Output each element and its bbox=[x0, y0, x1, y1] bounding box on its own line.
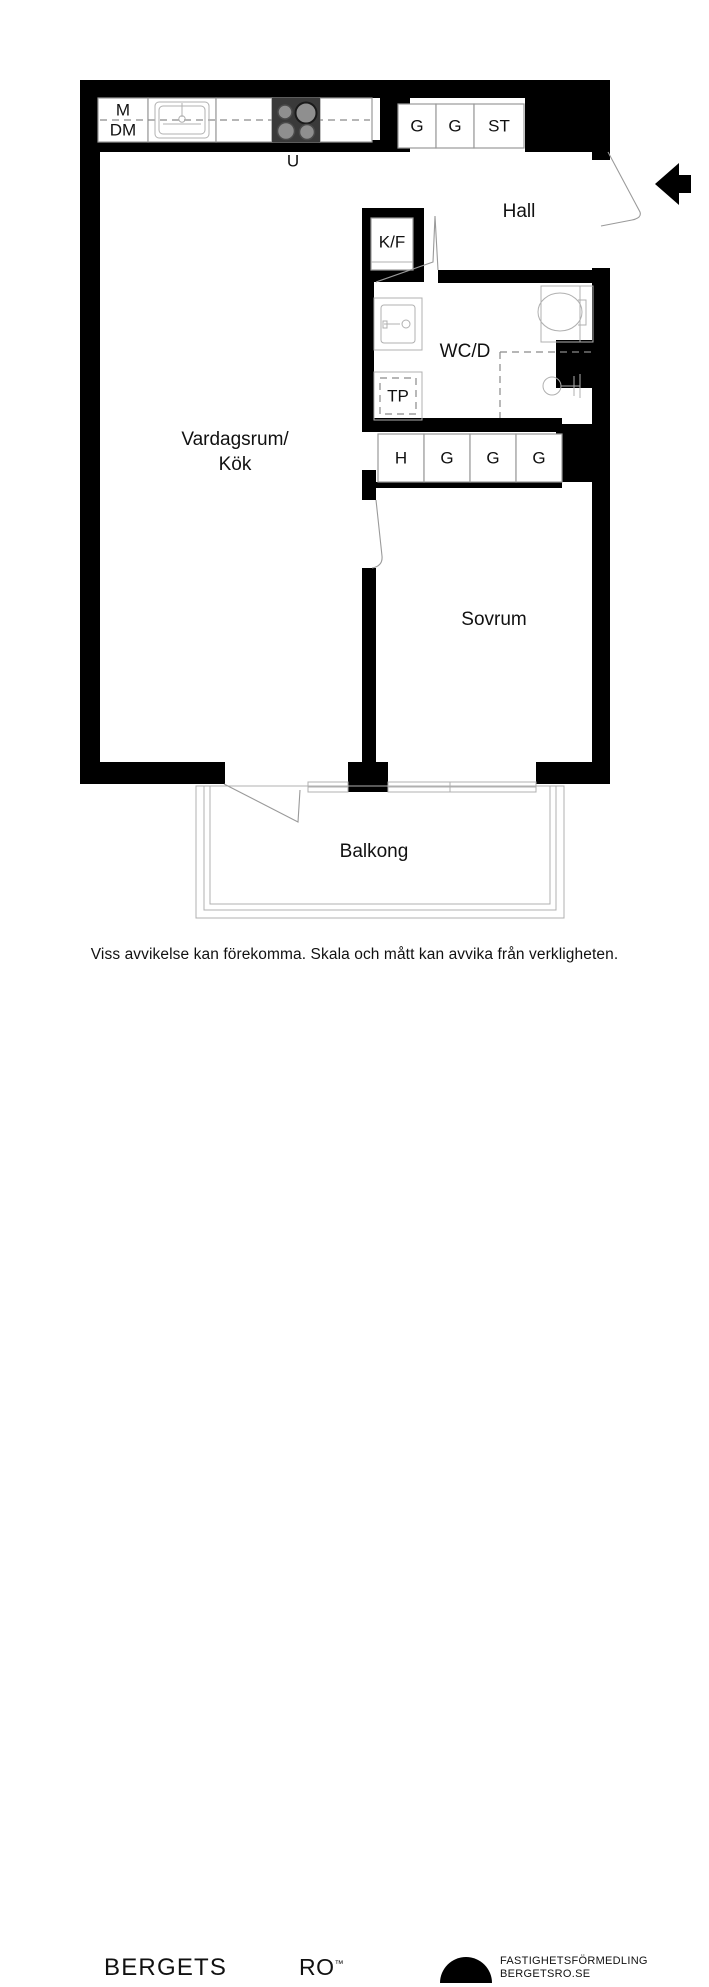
cooktop-icon bbox=[272, 98, 320, 142]
closet-g-1 bbox=[423, 433, 471, 483]
wall-kf-left bbox=[362, 208, 372, 282]
fixture-label-microwave: M bbox=[116, 100, 130, 119]
cabinet-label-g-1: G bbox=[410, 116, 423, 135]
wall-top bbox=[80, 80, 610, 98]
bathroom-interior: TP WC/D bbox=[373, 215, 594, 421]
wall-bottom-left bbox=[80, 762, 225, 784]
agency-logo: FASTIGHETSFÖRMEDLING BERGETSRO.SE bbox=[440, 1953, 692, 1987]
kf-box bbox=[370, 217, 414, 271]
cabinet-label-st: ST bbox=[488, 116, 510, 135]
closet-g-2 bbox=[469, 433, 517, 483]
room-label-balcony: Balkong bbox=[340, 841, 409, 862]
cabinet-st bbox=[473, 103, 525, 149]
brand-bergets-wordmark: BERGETS bbox=[104, 1954, 228, 1981]
agency-line-1: FASTIGHETSFÖRMEDLING bbox=[500, 1955, 648, 1967]
cabinet-g-2 bbox=[435, 103, 475, 149]
fixture-label-oven: U bbox=[287, 151, 299, 170]
balcony-door-swing bbox=[223, 783, 301, 823]
agency-logo-text: FASTIGHETSFÖRMEDLING BERGETSRO.SE bbox=[500, 1955, 648, 1981]
closet-label-g-1: G bbox=[440, 448, 453, 467]
brand-ro-wordmark: RO™ bbox=[299, 1954, 344, 1981]
shower-icon bbox=[542, 374, 581, 398]
wall-mid-lower bbox=[362, 568, 376, 766]
wall-left bbox=[80, 80, 100, 780]
fridge-freezer-niche: K/F bbox=[370, 217, 414, 271]
cabinet-g-1 bbox=[397, 103, 437, 149]
wall-kitchen-counter-base bbox=[98, 140, 383, 152]
agency-line-2: BERGETSRO.SE bbox=[500, 1967, 591, 1980]
wall-right-closet-block bbox=[556, 424, 610, 482]
cabinet-label-g-2: G bbox=[448, 116, 461, 135]
closet-label-g-3: G bbox=[532, 448, 545, 467]
kitchen-counter-run: M DM U bbox=[97, 97, 373, 170]
closet-label-h: H bbox=[395, 448, 407, 467]
wall-right-wc-block bbox=[556, 340, 610, 388]
wall-wc-bottom bbox=[362, 418, 562, 432]
wall-balcony-door-post bbox=[348, 762, 388, 792]
closet-label-g-2: G bbox=[486, 448, 499, 467]
room-label-bathroom: WC/D bbox=[440, 341, 491, 362]
wall-kf-right bbox=[412, 208, 424, 270]
balcony-glazing bbox=[307, 781, 537, 793]
shower-zone bbox=[499, 351, 593, 418]
brand-bar: BERGETS RO™ FASTIGHETSFÖRMEDLING BERGETS… bbox=[0, 974, 709, 1983]
bedroom-door-swing bbox=[371, 499, 383, 569]
balcony: Balkong bbox=[195, 781, 565, 919]
balcony-rail-inner bbox=[209, 785, 551, 905]
fixture-label-dishwasher: DM bbox=[110, 120, 136, 139]
closet-h bbox=[377, 433, 425, 483]
hall-closet-row: H G G G bbox=[377, 433, 563, 483]
wall-wc-top-right bbox=[438, 270, 593, 283]
footer: Viss avvikelse kan förekomma. Skala och … bbox=[0, 946, 709, 964]
closet-g-3 bbox=[515, 433, 563, 483]
washbasin-icon bbox=[373, 297, 423, 351]
trademark-symbol: ™ bbox=[334, 1958, 344, 1969]
fixture-label-tp: TP bbox=[387, 386, 409, 405]
wall-top-right-block bbox=[525, 80, 610, 152]
floor-plan-drawing: M DM U G G ST K/F bbox=[80, 80, 691, 919]
kitchen-sink-icon bbox=[154, 101, 210, 139]
fixture-label-kf: K/F bbox=[379, 232, 405, 251]
room-label-living-kitchen-line2: Kök bbox=[219, 454, 252, 475]
wall-bottom-right bbox=[536, 762, 610, 784]
wc-door-swing bbox=[375, 215, 439, 283]
room-label-bedroom: Sovrum bbox=[461, 609, 526, 630]
entry-door-swing bbox=[600, 151, 641, 227]
laundry-basket: TP bbox=[373, 371, 423, 421]
dome-icon bbox=[440, 1957, 492, 1983]
toilet-icon bbox=[537, 285, 594, 343]
brand-ro-text: RO bbox=[299, 1954, 335, 1980]
floor-plan-root: M DM U G G ST K/F bbox=[0, 80, 709, 1983]
wall-wc-left bbox=[362, 282, 374, 430]
hall-top-cabinets: G G ST bbox=[397, 103, 525, 149]
wall-kf-top bbox=[362, 208, 424, 220]
wall-right-upper-nub bbox=[592, 152, 610, 160]
wall-right-lower bbox=[592, 386, 610, 780]
wall-closet-base bbox=[362, 482, 562, 488]
room-label-living-kitchen-line1: Vardagsrum/ bbox=[181, 429, 289, 450]
room-label-hall: Hall bbox=[503, 201, 536, 222]
wall-structure bbox=[80, 80, 610, 792]
entrance-arrow-icon bbox=[655, 163, 691, 205]
entrance-door bbox=[600, 151, 691, 227]
disclaimer-text: Viss avvikelse kan förekomma. Skala och … bbox=[90, 946, 619, 963]
